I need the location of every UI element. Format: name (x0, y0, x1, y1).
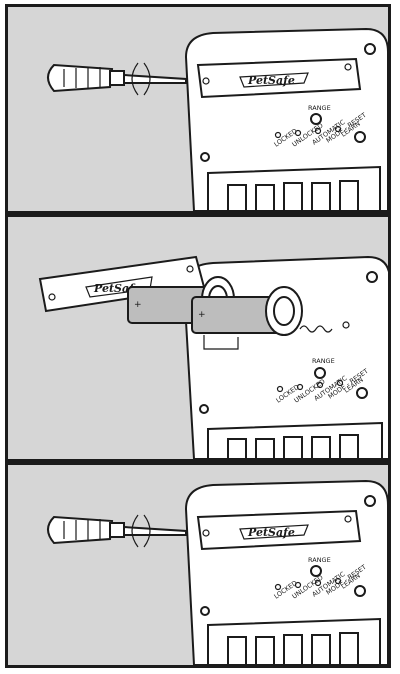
svg-text:RANGE: RANGE (312, 357, 335, 365)
svg-text:RANGE: RANGE (308, 556, 331, 564)
mount-hole (365, 44, 375, 54)
mount-hole (355, 132, 365, 142)
step-2-panel: PetSafe + + RANGE (5, 214, 391, 462)
mount-hole (201, 153, 209, 161)
range-dial (315, 368, 325, 378)
mount-hole (367, 272, 377, 282)
svg-text:+: + (198, 310, 206, 320)
step-3-panel: PetSafe RANGE LOCKED UNLOCKED AUTOMATIC … (5, 462, 391, 668)
screwdriver-icon (48, 515, 186, 547)
screwdriver-icon (48, 63, 186, 95)
mount-hole (200, 405, 208, 413)
svg-text:PetSafe: PetSafe (247, 74, 295, 87)
mount-hole (365, 496, 375, 506)
mount-hole (357, 388, 367, 398)
mount-hole (201, 607, 209, 615)
svg-text:RANGE: RANGE (308, 104, 331, 112)
step-1-panel: PetSafe RANGE LOCKED UNLOCKED AUTOMATIC … (5, 4, 391, 214)
mount-hole (355, 586, 365, 596)
svg-text:PetSafe: PetSafe (247, 526, 295, 539)
svg-text:+: + (134, 300, 142, 310)
